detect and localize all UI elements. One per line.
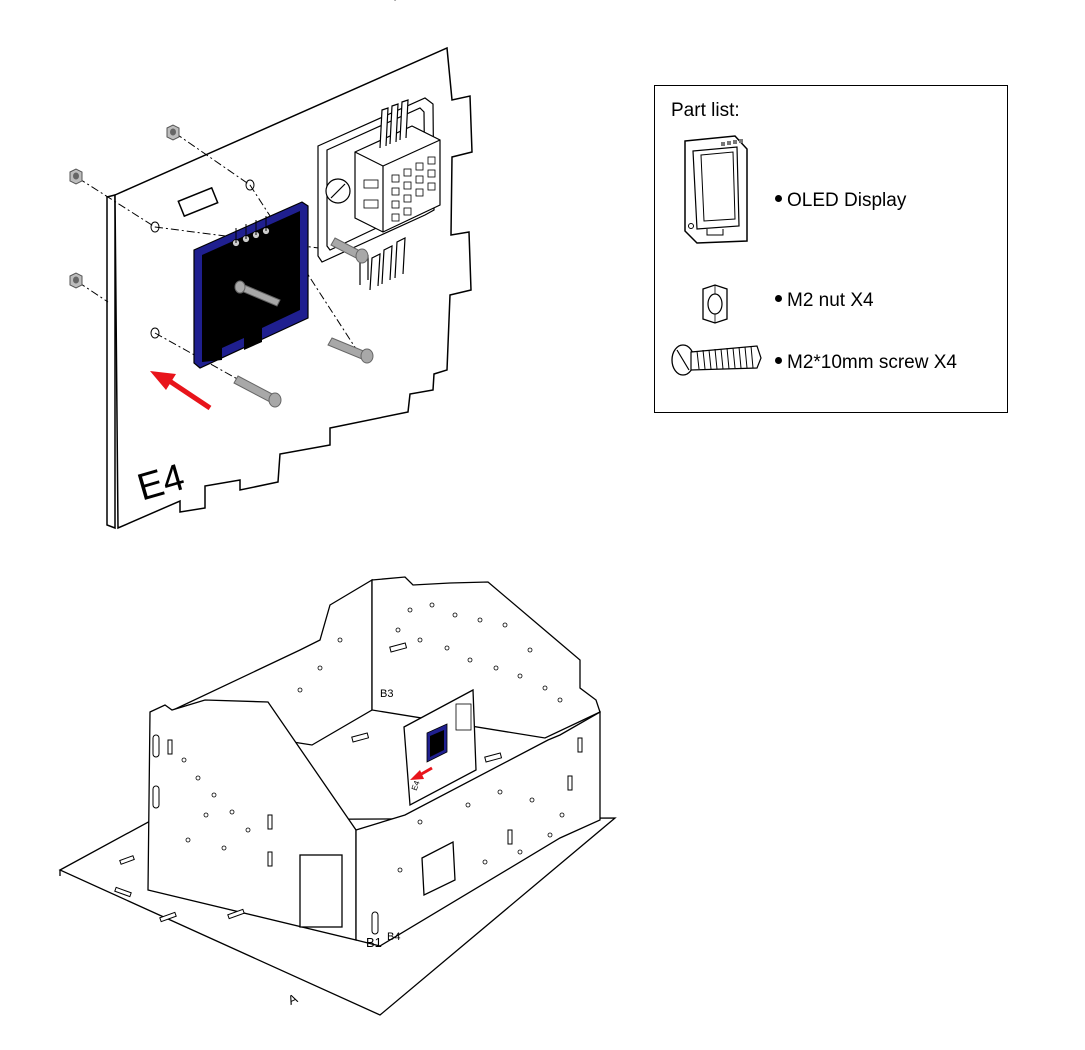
insert-arrow-icon: [150, 371, 212, 411]
hex-nut-icon: [69, 272, 83, 289]
bullet: [775, 357, 782, 365]
oled-display-module: [193, 201, 309, 369]
e4-panel-edge: [106, 194, 116, 530]
part-item-screw: M2*10mm screw X4: [775, 352, 957, 374]
part-list-title: Part list:: [671, 100, 740, 121]
part-list-box: Part list: OLED Display M2 nut X4: [654, 85, 1008, 413]
screw-icon: [330, 237, 369, 264]
panel-slot: [177, 186, 219, 218]
screw-icon: [671, 344, 762, 376]
part-item-label: M2 nut X4: [787, 290, 874, 311]
house-label-b3: B3: [380, 688, 393, 700]
house-label-a: A: [286, 990, 300, 1007]
screw-icon: [234, 280, 281, 307]
insert-arrow-small-icon: [410, 766, 433, 780]
sensor-module: [317, 0, 441, 291]
part-item-label: OLED Display: [787, 190, 907, 211]
part-item-oled: OLED Display: [775, 190, 906, 212]
screw-icon: [327, 337, 374, 364]
house-label-b1: B1: [366, 935, 382, 950]
part-item-nut: M2 nut X4: [775, 290, 874, 312]
panel-slots: [114, 642, 583, 935]
panel-holes: [181, 602, 565, 873]
front-right-wall: [355, 710, 601, 947]
hex-nut-icon: [166, 124, 180, 141]
bullet: [775, 195, 782, 203]
house-assembly: [58, 576, 617, 1016]
screw-icon: [233, 375, 282, 408]
house-label-b4: B4: [387, 931, 400, 943]
back-wall: [371, 576, 601, 739]
oled-display-icon: [684, 135, 748, 244]
hex-nut-icon: [702, 284, 728, 324]
bullet: [775, 295, 782, 303]
hex-nut-icon: [69, 168, 83, 185]
house-label-e4: E4: [410, 779, 422, 792]
part-item-label: M2*10mm screw X4: [787, 352, 957, 373]
